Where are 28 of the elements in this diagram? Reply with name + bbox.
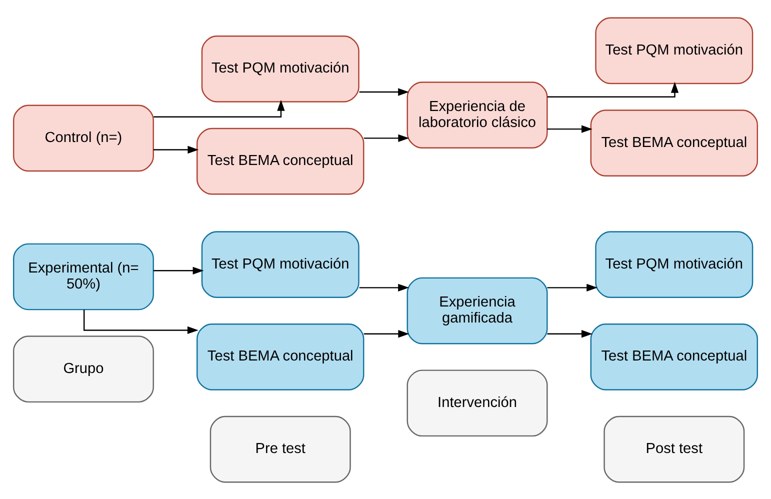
- arrow: [547, 81, 679, 97]
- node-box: Test BEMA conceptual: [196, 323, 364, 390]
- node-box: Intervención: [406, 369, 548, 436]
- node-box: Test BEMA conceptual: [590, 109, 758, 176]
- node-box: Control (n=): [12, 104, 154, 172]
- arrow: [547, 124, 592, 132]
- node-box: Test BEMA conceptual: [196, 127, 364, 194]
- arrow: [359, 88, 410, 96]
- node-box: Experiencia gamificada: [406, 276, 548, 344]
- arrow: [359, 283, 410, 292]
- arrow: [364, 134, 410, 142]
- arrow: [364, 330, 410, 338]
- arrow: [547, 330, 592, 338]
- node-box: Test PQM motivación: [201, 230, 360, 298]
- node-box: Test PQM motivación: [595, 16, 754, 84]
- node-box: Experiencia de laboratorio clásico: [406, 81, 548, 148]
- arrow: [83, 309, 198, 334]
- node-box: Pre test: [210, 415, 351, 482]
- arrow: [153, 266, 204, 274]
- arrow: [547, 283, 598, 292]
- node-box: Test PQM motivación: [595, 230, 754, 298]
- node-box: Grupo: [12, 335, 154, 402]
- node-box: Test BEMA conceptual: [590, 323, 758, 390]
- node-box: Experimental (n= 50%): [12, 242, 154, 310]
- node-box: Post test: [604, 415, 745, 482]
- node-box: Test PQM motivación: [201, 34, 360, 102]
- arrow: [153, 145, 199, 154]
- arrow: [154, 99, 285, 118]
